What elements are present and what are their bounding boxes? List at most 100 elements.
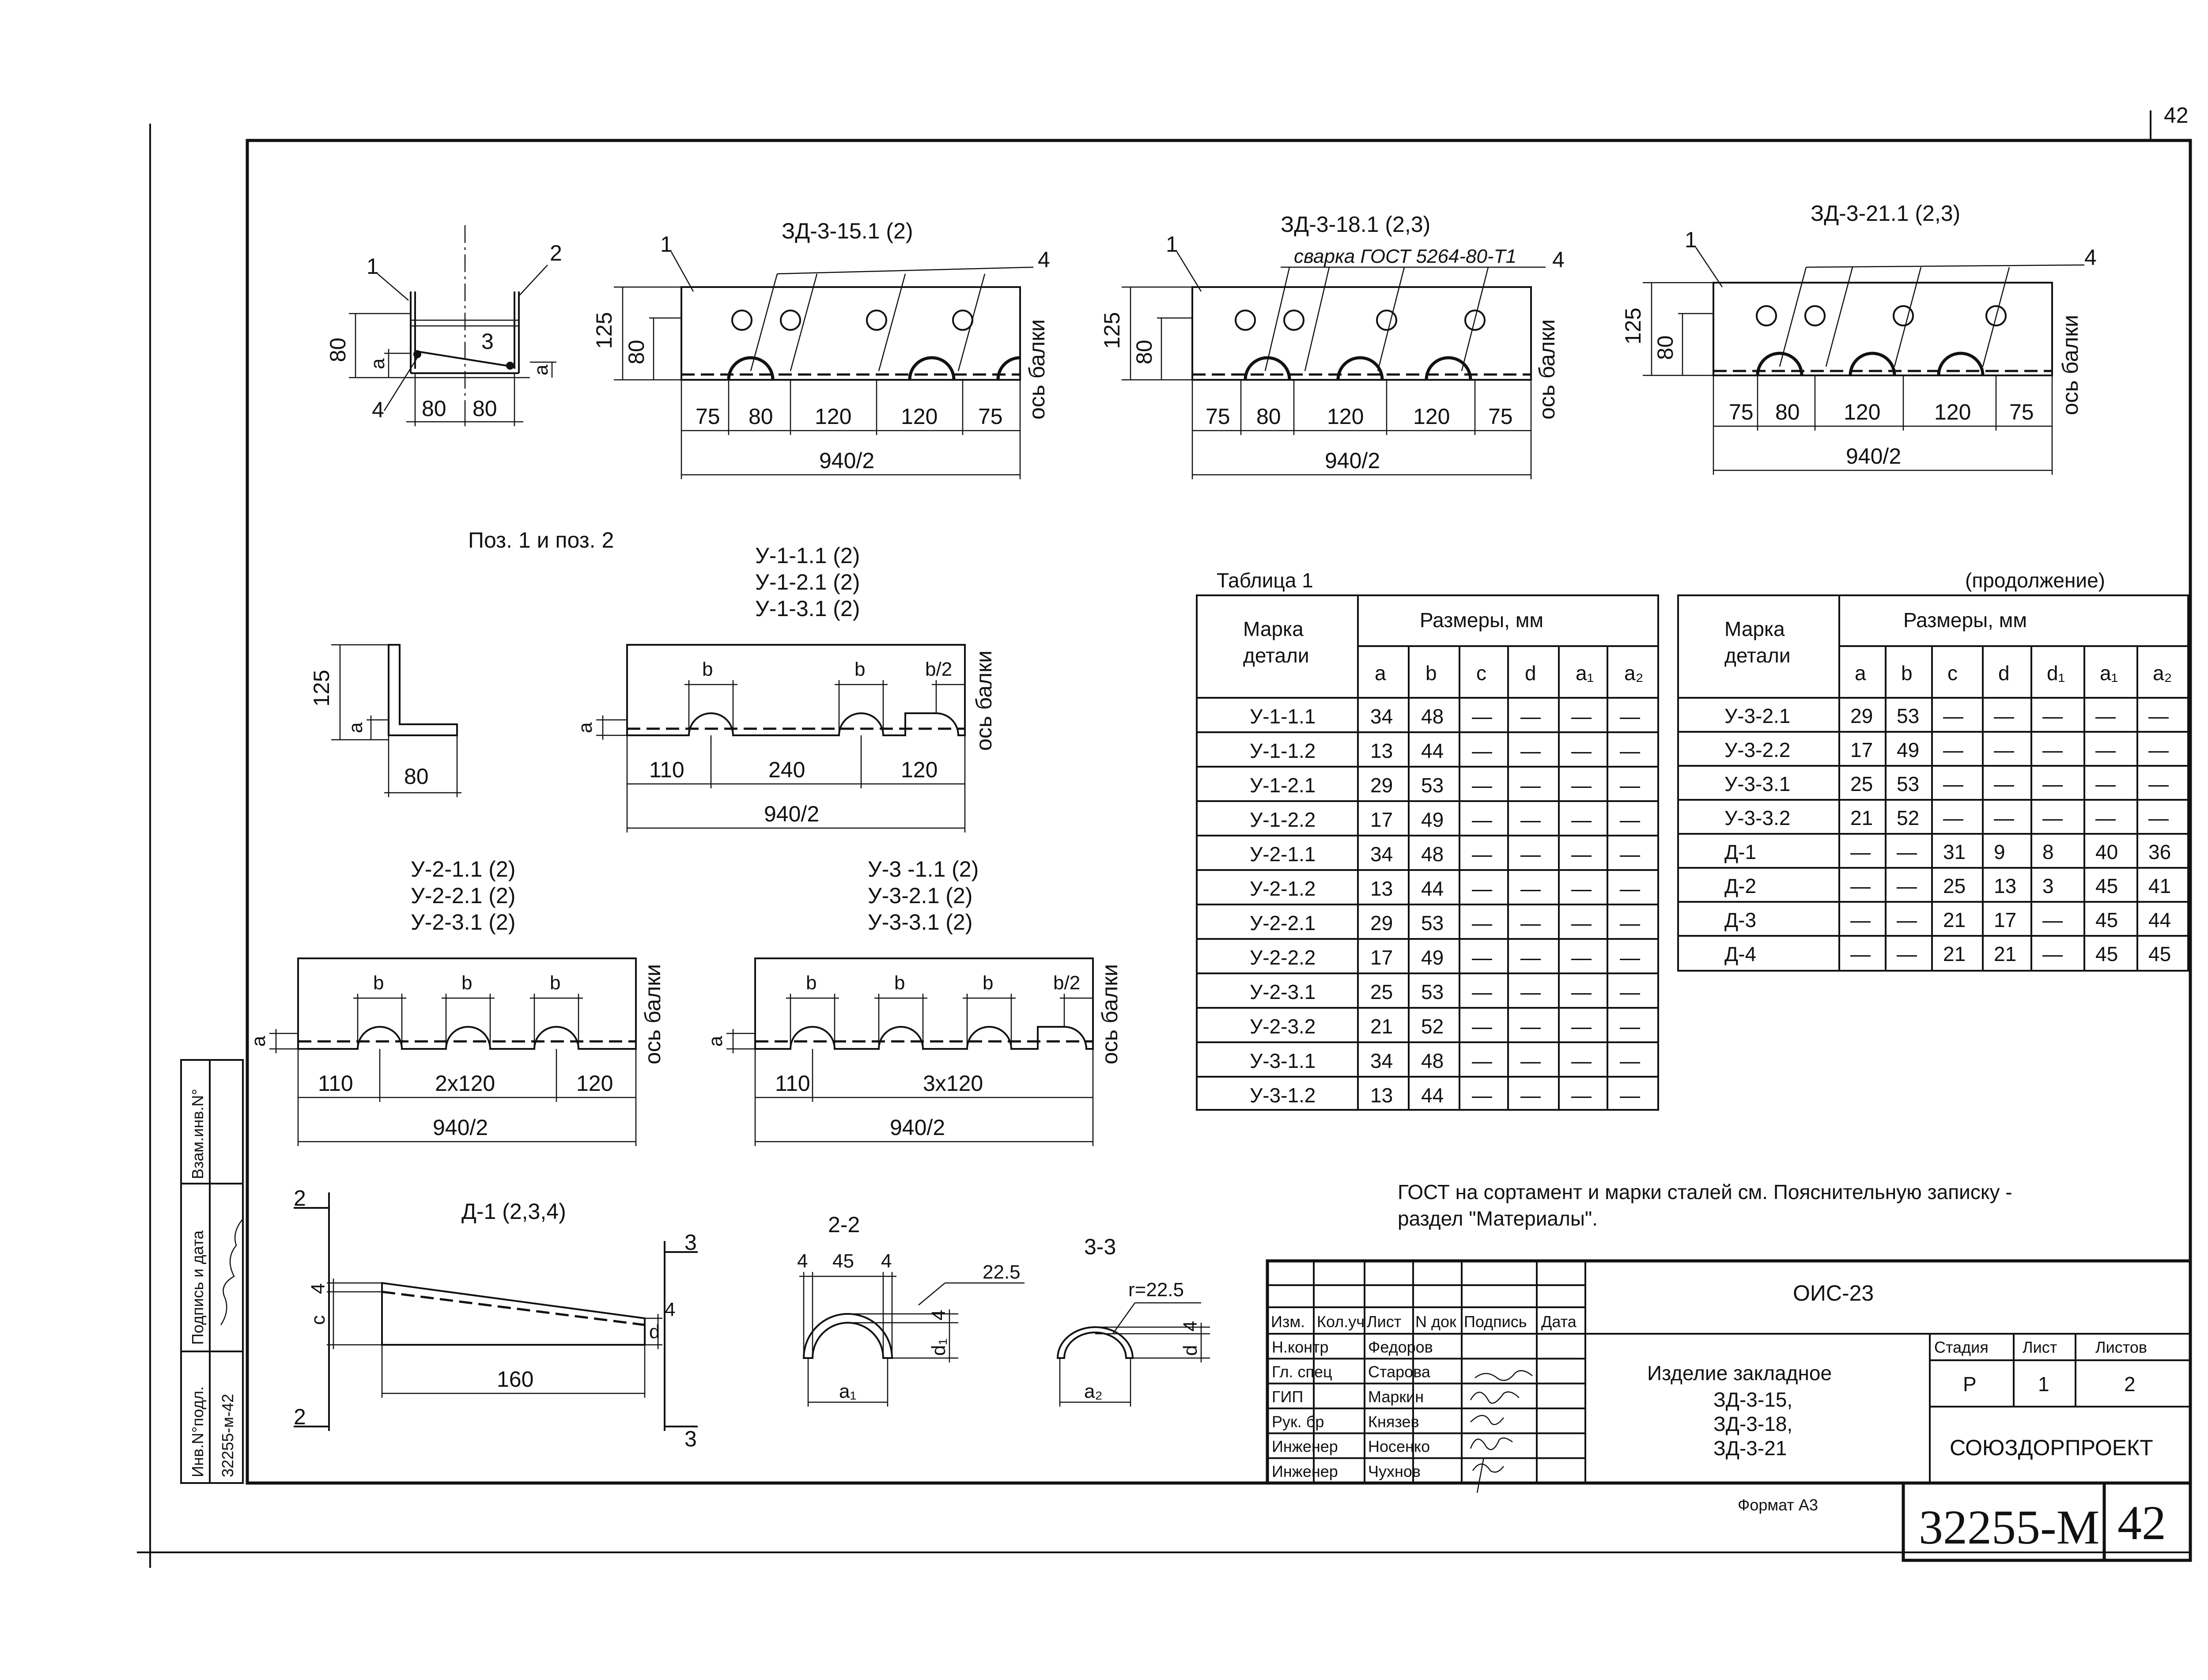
stamp-role: Рук. бр [1272, 1412, 1324, 1430]
table1-cell: — [1571, 1015, 1592, 1038]
table1-cell: — [1520, 774, 1541, 797]
table1c-cell: 52 [1897, 806, 1919, 829]
u3-dim-b-3: b [983, 972, 993, 994]
s33-title: 3-3 [1084, 1234, 1116, 1259]
table1-cell: 44 [1421, 1084, 1444, 1107]
zd15-title: ЗД-3-15.1 (2) [782, 219, 913, 243]
table1c-row-mark: Д-4 [1724, 942, 1756, 965]
zd21-axis-label: ось балки [2058, 315, 2083, 415]
table1-cell: 13 [1370, 739, 1393, 762]
section-pos-2: 2 [550, 241, 562, 265]
stamp-name: Маркин [1368, 1388, 1424, 1406]
table1-cell: — [1571, 980, 1592, 1003]
zd18-dim-80v: 80 [1132, 340, 1157, 364]
table1-cell: — [1472, 843, 1492, 866]
table1-cell: — [1571, 946, 1592, 969]
table1-cell: 13 [1370, 877, 1393, 900]
table1-cell: 17 [1370, 946, 1393, 969]
table1-cell: — [1472, 808, 1492, 831]
d1-cut-3-bottom: 3 [684, 1426, 697, 1451]
stamp-title-2: ЗД-3-15, [1713, 1388, 1792, 1411]
table1c-cell: 45 [2095, 908, 2118, 931]
section-dim-80v: 80 [325, 337, 350, 362]
s33-dim-d: d [1180, 1345, 1201, 1356]
zd21-title: ЗД-3-21.1 (2,3) [1811, 201, 1960, 226]
table1-cell: — [1520, 705, 1541, 728]
stamp-hdr-data: Дата [1541, 1313, 1577, 1331]
table1c-cell: — [2095, 772, 2116, 795]
table1c-cell: — [2148, 772, 2169, 795]
zd15-axis-label: ось балки [1025, 319, 1049, 420]
section-3-3: 3-3 a₂ 4 d r=22.5 [1056, 1234, 1210, 1407]
zd15-holes [731, 310, 973, 331]
table1c-cell: 36 [2148, 840, 2171, 863]
table1-row-mark: У-2-2.2 [1250, 946, 1316, 969]
table1c-cell: 31 [1943, 840, 1966, 863]
u3-dim-940: 940/2 [890, 1115, 945, 1140]
zd21-pos-1: 1 [1685, 227, 1697, 252]
s22-dim-225: 22.5 [983, 1261, 1021, 1283]
table1c-row-mark: Д-3 [1724, 908, 1756, 931]
table1-cell: 44 [1421, 877, 1444, 900]
table1-row-mark: У-2-1.1 [1250, 843, 1316, 866]
u1-axis-label: ось балки [972, 651, 996, 751]
zd21-dim-120-b: 120 [1934, 400, 1971, 424]
stamp-stage-header: Стадия [1934, 1338, 1989, 1356]
table1-col-header: d [1525, 662, 1536, 685]
table1c-cell: 17 [1994, 908, 2016, 931]
doc-number: 32255-М [1919, 1500, 2099, 1554]
table1-cell: — [1620, 774, 1640, 797]
sidebar-inv-podl: Инв.N°подл. [189, 1386, 207, 1477]
poz-title: Поз. 1 и поз. 2 [468, 528, 614, 552]
zd18-pos-4: 4 [1552, 247, 1565, 272]
stamp-role: ГИП [1272, 1388, 1303, 1406]
table1c-col-header: d₁ [2047, 662, 2065, 685]
doc-number-box [1902, 1481, 2192, 1562]
u2-title-1: У-2-1.1 (2) [411, 857, 515, 882]
u1-dim-120: 120 [901, 757, 938, 782]
u2-dim-b-2: b [461, 972, 472, 994]
sidebar-inv-value: 32255-м-42 [219, 1394, 237, 1477]
poz-dim-125: 125 [309, 670, 334, 707]
section-pos-3: 3 [481, 329, 494, 354]
poz-dim-80: 80 [404, 764, 429, 789]
section-dim-80-left: 80 [422, 396, 446, 421]
table1c-cell: — [1943, 772, 1963, 795]
d1-dim-c: c [307, 1315, 329, 1325]
s22-title: 2-2 [828, 1212, 860, 1237]
table1-cell: — [1472, 980, 1492, 1003]
stamp-project: ОИС-23 [1793, 1281, 1874, 1305]
stamp-name: Князев [1368, 1412, 1419, 1430]
table1-col-header: a₂ [1624, 662, 1643, 685]
table1-col-header: a₁ [1576, 662, 1594, 685]
table1-cell: — [1571, 912, 1592, 935]
table1-cell: 53 [1421, 774, 1444, 797]
u2-title-2: У-2-2.1 (2) [411, 883, 515, 908]
table1c-cell: — [1943, 704, 1963, 727]
table1-cell: — [1620, 912, 1640, 935]
stamp-hdr-izm: Изм. [1271, 1313, 1305, 1331]
table1-row-mark: У-1-1.2 [1250, 739, 1316, 762]
zd21-pos-4: 4 [2084, 245, 2097, 270]
zd18-pos-1: 1 [1166, 232, 1178, 257]
table1c-cell: — [1850, 942, 1871, 965]
table1c-cell: — [1994, 806, 2014, 829]
zd15-pos-1: 1 [660, 232, 673, 257]
table1-cell: — [1620, 843, 1640, 866]
zd18-axis-label: ось балки [1535, 319, 1559, 420]
table1c-cell: — [1897, 874, 1917, 897]
table1-cell: — [1571, 1049, 1592, 1072]
table1-row-mark: У-2-3.1 [1250, 980, 1316, 1003]
d1-title: Д-1 (2,3,4) [461, 1199, 566, 1224]
table1c-cell: 13 [1994, 874, 2016, 897]
u2-view: У-2-1.1 (2) У-2-2.1 (2) У-2-3.1 (2) b b … [248, 857, 665, 1146]
table1-cell: — [1472, 877, 1492, 900]
table1-col-header: b [1425, 662, 1437, 685]
table1c-cell: 25 [1943, 874, 1966, 897]
table1-cell: — [1472, 946, 1492, 969]
table1c-cell: — [1850, 874, 1871, 897]
u1-dim-940: 940/2 [764, 802, 819, 826]
table1-cell: — [1520, 739, 1541, 762]
table1c-cell: — [2095, 704, 2116, 727]
